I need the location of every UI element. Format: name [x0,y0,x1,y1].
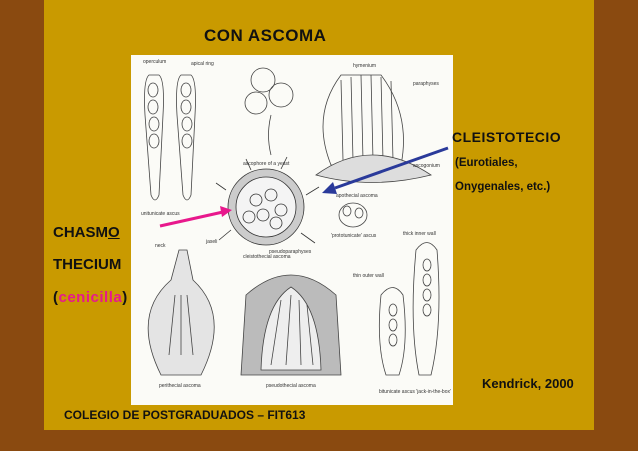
perithecial-ascoma-drawing [147,249,215,376]
ascoma-illustration: operculum apical ring unitunicate ascus … [131,55,453,405]
jaseli-label: jaseli [205,239,217,245]
chasmo-underlined: O [108,224,120,241]
unitunicate-ascus-drawing [144,74,196,201]
cleistothecial-label: cleistothecial ascoma [243,254,291,260]
pseudothecial-ascoma-drawing [240,274,342,376]
footer-text: COLEGIO DE POSTGRADUADOS – FIT613 [64,408,306,422]
chasmothecium-label-line2: THECIUM [53,256,122,273]
slide-title: CON ASCOMA [204,26,327,45]
cleistotecio-label: CLEISTOTECIO [452,129,562,145]
unitunicate-label: unitunicate ascus [141,211,180,217]
eurotiales-note: (Eurotiales, [455,157,518,169]
neck-label: neck [155,243,166,249]
citation: Kendrick, 2000 [482,376,574,391]
apothecial-label: apothecial ascoma [336,193,378,199]
cenicilla-word: cenicilla [58,289,123,306]
paren-close: ) [122,289,128,306]
pseudothecial-label: pseudothecial ascoma [266,383,316,389]
blue-arrow [322,146,449,194]
bitunicate-label: bitunicate ascus 'jack-in-the-box' [379,389,451,395]
bottom-band [0,430,638,451]
paren-open: ( [53,289,59,306]
pseudoparaphyses-label: pseudoparaphyses [269,249,312,255]
bitunicate-ascus-drawing [378,242,440,376]
chasmothecium-label-line1: CHASMO [53,224,120,241]
hymenium-label: hymenium [353,63,376,69]
ascogonium-label: ascogonium [413,163,440,169]
thin-outer-wall-label: thin outer wall [353,273,384,279]
perithecial-label: perithecial ascoma [159,383,201,389]
cleistothecial-ascoma-drawing [215,156,320,246]
thick-inner-wall-label: thick inner wall [403,231,436,237]
prototunicate-label: 'prototunicate' ascus [331,233,377,239]
cenicilla-label: (cenicilla) [53,289,128,306]
apothecial-ascoma-drawing [315,74,432,183]
ascophore-label: ascophore of a yeast [243,161,290,167]
chasmo-prefix: CHASM [53,224,108,241]
pink-arrow [159,206,232,228]
apical-ring-label: apical ring [191,61,214,67]
yeast-ascophore-drawing [244,67,294,156]
paraphyses-label: paraphyses [413,81,439,87]
prototunicate-ascus-drawing [338,202,368,228]
onygenales-note: Onygenales, etc.) [455,181,551,193]
operculum-label: operculum [143,59,166,65]
